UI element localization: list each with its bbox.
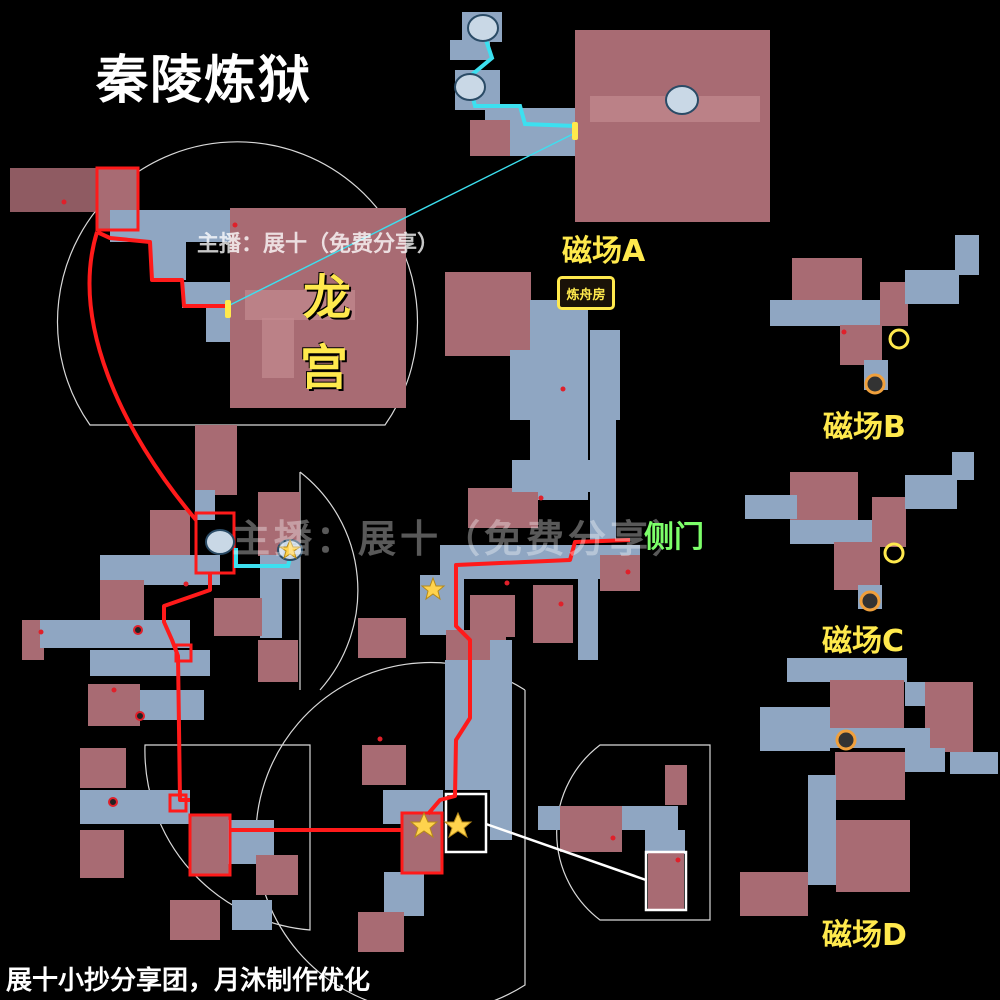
zone-label-a: 磁场A <box>562 234 646 269</box>
zone-label-dragon-1: 龙 <box>303 270 352 326</box>
dragon-palace-outline <box>56 141 419 426</box>
central-rooms <box>358 272 640 660</box>
boat-teleport-icon[interactable] <box>205 14 699 561</box>
thin-links <box>227 131 578 307</box>
yellow-gates <box>225 122 578 318</box>
east-small-outline <box>556 744 711 921</box>
streamer-watermark-small: 主播：展十（免费分享） <box>197 232 440 257</box>
red-route <box>87 230 631 832</box>
zone-b-rooms <box>770 235 979 390</box>
forge-room-tag[interactable]: 炼舟房 <box>557 276 615 310</box>
zone-label-c: 磁场C <box>822 624 905 659</box>
streamer-watermark-large: 主播：展十（免费分享） <box>232 517 695 561</box>
monster-dots <box>38 199 847 863</box>
west-lower-rooms <box>80 748 298 940</box>
star-icon <box>278 538 473 839</box>
zone-c-rooms <box>745 452 974 609</box>
west-lower-outline <box>144 744 311 931</box>
zone-label-b: 磁场B <box>823 410 906 445</box>
central-area-outline <box>299 471 359 691</box>
center-lower-rooms <box>358 630 512 952</box>
credit-text: 展十小抄分享团，月沐制作优化 <box>6 966 371 996</box>
east-lower-rooms <box>538 765 687 910</box>
yellow-ring-icon <box>883 328 910 564</box>
west-middle-rooms <box>22 425 300 726</box>
map-title: 秦陵炼狱 <box>96 51 313 111</box>
zone-label-d: 磁场D <box>822 918 907 953</box>
top-rooms <box>450 12 770 222</box>
orange-portal-icon[interactable] <box>835 373 886 751</box>
cyan-links <box>234 33 576 568</box>
side-gate-label: 侧门 <box>644 520 704 555</box>
zone-d-rooms <box>740 658 998 916</box>
zone-label-dragon-2: 宫 <box>300 340 349 396</box>
